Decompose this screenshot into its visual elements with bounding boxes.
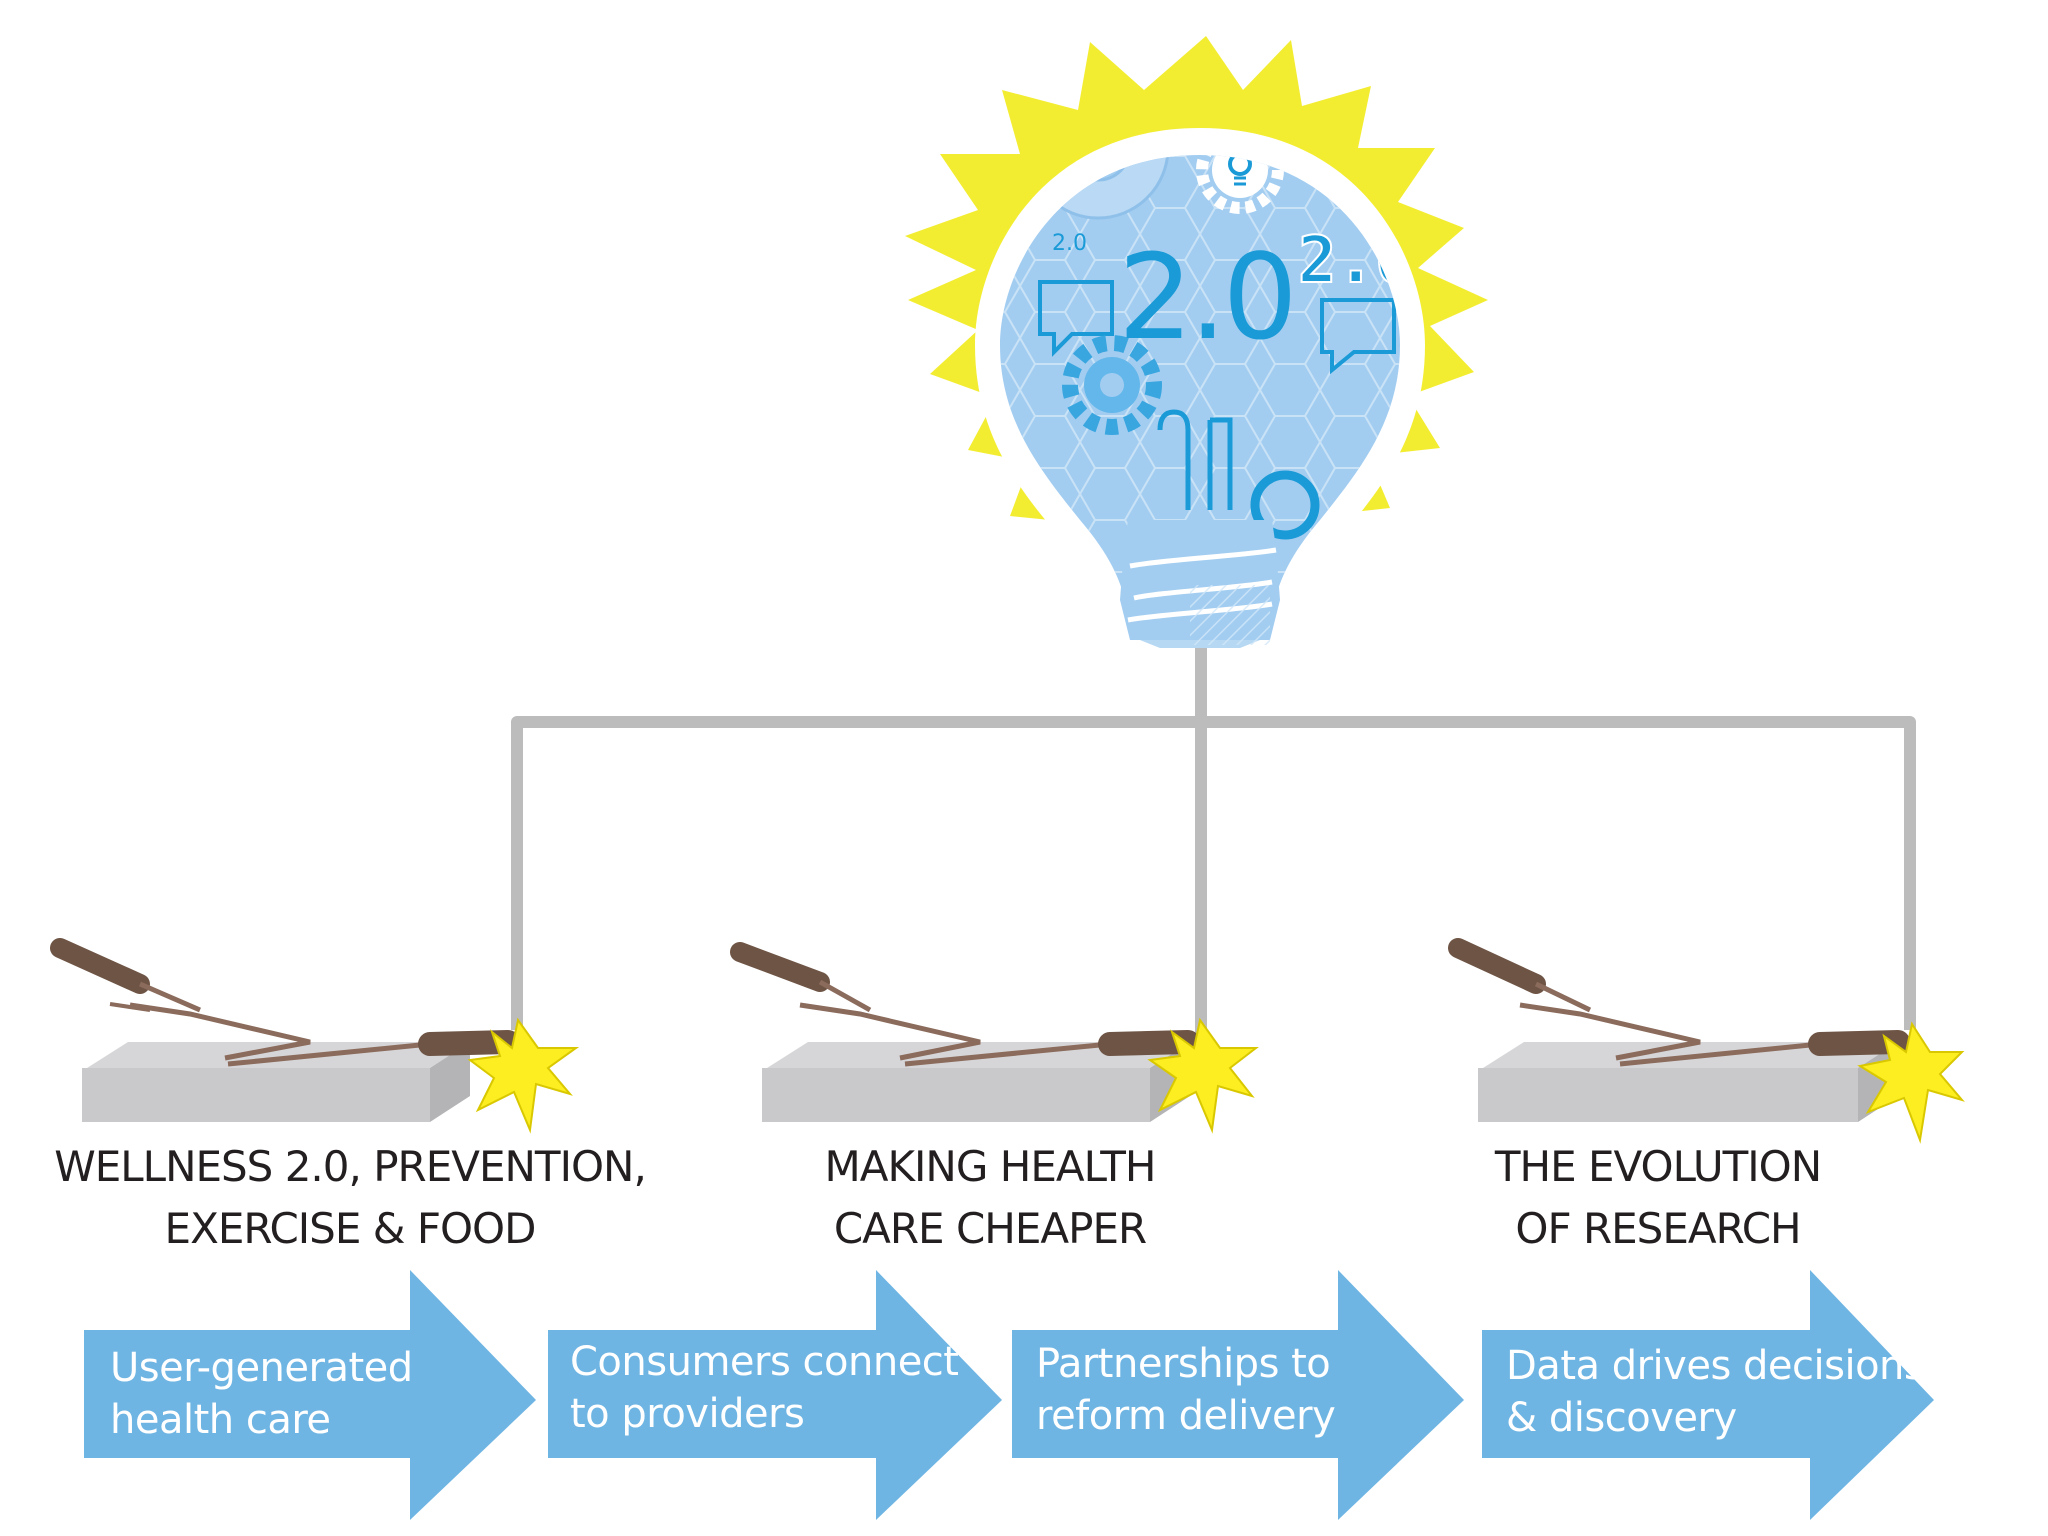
arrow-3 <box>1012 1270 1464 1520</box>
bulb-base <box>1120 520 1280 648</box>
bulb-small-text: 2.0 <box>1052 231 1087 256</box>
arrow-2 <box>548 1270 1002 1520</box>
arrow-3-line1: Partnerships to <box>1036 1341 1331 1387</box>
arrow-2-line2: to providers <box>570 1391 805 1437</box>
filament-lines <box>1157 409 1233 510</box>
branch-heading-3-line2: OF RESEARCH <box>1515 1204 1801 1253</box>
arrow-3-line2: reform delivery <box>1036 1393 1336 1439</box>
dot-shape <box>1250 470 1320 540</box>
arrow-4-line1: Data drives decisions <box>1506 1343 1925 1389</box>
arrow-3-label: Partnerships to reform delivery <box>1036 1338 1336 1442</box>
spark-icon <box>1857 1021 1965 1144</box>
spark-icon <box>1147 1017 1259 1134</box>
arrow-4 <box>1482 1270 1934 1520</box>
bulb-pixel-text: 2.0 <box>1298 224 1414 298</box>
mousetrap-2 <box>730 942 1259 1134</box>
branch-heading-2: MAKING HEALTH CARE CHEAPER <box>780 1136 1200 1260</box>
process-arrows <box>84 1270 1934 1520</box>
arrow-1-label: User-generated health care <box>110 1342 413 1446</box>
mousetrap-1 <box>50 938 580 1134</box>
branch-heading-1: WELLNESS 2.0, PREVENTION, EXERCISE & FOO… <box>40 1136 660 1260</box>
chat-bubble-icon <box>1320 298 1396 375</box>
branch-heading-3: THE EVOLUTION OF RESEARCH <box>1448 1136 1868 1260</box>
chat-bubble-icon <box>1038 280 1114 357</box>
bulb-big-text: 2.0 <box>1118 228 1294 366</box>
branch-heading-1-line2: EXERCISE & FOOD <box>164 1204 537 1253</box>
arrow-4-line2: & discovery <box>1506 1395 1737 1441</box>
arrow-2-line1: Consumers connect <box>570 1339 959 1385</box>
branch-heading-2-line2: CARE CHEAPER <box>833 1204 1147 1253</box>
arrow-2-label: Consumers connect to providers <box>570 1336 959 1440</box>
mousetrap-3 <box>1448 938 1965 1144</box>
arrow-1 <box>84 1270 536 1520</box>
branch-heading-2-line1: MAKING HEALTH <box>824 1142 1157 1191</box>
connector-wires <box>511 648 1916 1038</box>
spark-icon <box>467 1017 580 1134</box>
branch-heading-1-line1: WELLNESS 2.0, PREVENTION, <box>54 1142 647 1191</box>
arrow-4-label: Data drives decisions & discovery <box>1506 1340 1925 1444</box>
branch-heading-3-line1: THE EVOLUTION <box>1494 1142 1822 1191</box>
gear-icon <box>1062 335 1162 435</box>
arrow-1-line2: health care <box>110 1397 331 1443</box>
arrow-1-line1: User-generated <box>110 1345 413 1391</box>
